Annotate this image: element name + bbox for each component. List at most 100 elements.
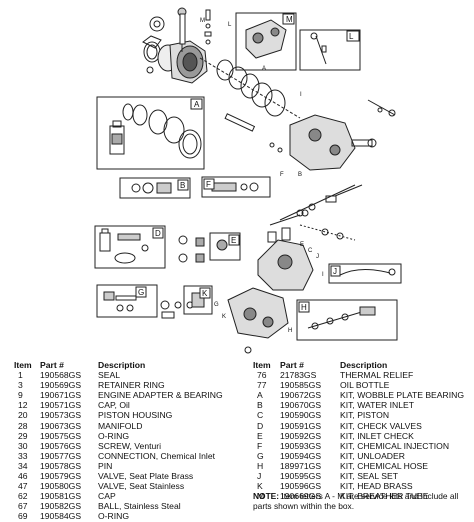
- part-item: M: [257, 491, 265, 502]
- header-part: Part #: [280, 360, 304, 370]
- part-number: 190581GS: [40, 491, 82, 502]
- part-number: 190594GS: [280, 450, 322, 461]
- kit-label-d: D: [152, 227, 164, 239]
- header-item: Item: [14, 360, 32, 370]
- chemical-inlet-line: [279, 184, 363, 241]
- svg-text:D: D: [155, 229, 161, 238]
- parts-row: C 190590GS KIT, PISTON: [253, 410, 474, 420]
- kit-b-box: [119, 177, 191, 199]
- part-item: 1: [18, 370, 23, 381]
- callout-m: M: [200, 18, 205, 24]
- piston-seal-stack: [199, 57, 301, 119]
- part-number: 190580GS: [40, 481, 82, 492]
- part-description: CAP: [98, 491, 116, 502]
- part-number: 190671GS: [40, 390, 82, 401]
- part-description: KIT, WOBBLE PLATE BEARING: [340, 390, 465, 401]
- kit-a-box: [96, 96, 205, 170]
- kit-g-box: [96, 284, 158, 318]
- part-number: 190595GS: [280, 471, 322, 482]
- part-number: 190585GS: [280, 380, 322, 391]
- kit-l-box: [235, 12, 297, 71]
- kit-label-b: B: [177, 179, 189, 191]
- part-number: 190573GS: [40, 410, 82, 421]
- part-description: O-RING: [98, 430, 130, 441]
- kit-label-j: J: [330, 265, 341, 277]
- piston-rod: [224, 113, 283, 153]
- part-description: KIT, CHECK VALVES: [340, 420, 422, 431]
- part-item: 28: [18, 420, 28, 431]
- part-number: 190590GS: [280, 410, 322, 421]
- part-description: THERMAL RELIEF: [340, 370, 414, 381]
- part-number: 190673GS: [40, 420, 82, 431]
- part-number: 190571GS: [40, 400, 82, 411]
- note-text: Item letters A - M are service kits and …: [253, 491, 459, 511]
- kit-label-e: E: [228, 234, 240, 246]
- breather-parts: [204, 9, 212, 45]
- callout-i: I: [300, 92, 302, 98]
- engine-adapter-group: [142, 7, 208, 84]
- part-description: KIT, CHEMICAL INJECTION: [340, 440, 450, 451]
- part-item: D: [257, 420, 264, 431]
- note-label: NOTE:: [253, 491, 280, 501]
- svg-text:F: F: [206, 180, 211, 189]
- part-description: VALVE, Seat Plate Brass: [98, 471, 194, 482]
- svg-text:J: J: [333, 267, 337, 276]
- part-item: A: [257, 390, 263, 401]
- part-item: 69: [18, 511, 28, 522]
- kit-label-h: H: [298, 301, 310, 313]
- part-number: 189971GS: [280, 460, 322, 471]
- parts-row: 20 190573GS PISTON HOUSING: [14, 410, 250, 420]
- part-number: 190582GS: [40, 501, 82, 512]
- valve-parts: [178, 235, 205, 263]
- kit-m-box: [299, 29, 361, 71]
- svg-text:M: M: [286, 15, 293, 24]
- kit-j-box: [328, 263, 402, 284]
- header-description: Description: [98, 360, 146, 370]
- parts-row: 28 190673GS MANIFOLD: [14, 421, 250, 431]
- part-description: KIT, BREATHER TUBE: [340, 491, 429, 502]
- exploded-parts-diagram: M L A B F D E J: [94, 7, 402, 354]
- part-description: PISTON HOUSING: [98, 410, 173, 421]
- callout-b: B: [298, 172, 302, 178]
- callout-g: G: [214, 302, 219, 308]
- part-number: 190584GS: [40, 511, 82, 522]
- part-number: 190569GS: [40, 380, 82, 391]
- svg-text:L: L: [349, 32, 354, 41]
- part-item: 12: [18, 400, 28, 411]
- kit-e-box: [209, 232, 241, 261]
- part-description: ENGINE ADAPTER & BEARING: [98, 390, 223, 401]
- part-number: 190670GS: [280, 400, 322, 411]
- part-description: KIT, PISTON: [340, 410, 390, 421]
- part-item: F: [257, 440, 263, 451]
- part-number: 190669GS: [280, 491, 322, 502]
- part-description: OIL BOTTLE: [340, 380, 390, 391]
- part-item: C: [257, 410, 264, 421]
- part-number: 190568GS: [40, 370, 82, 381]
- part-item: 3: [18, 380, 23, 391]
- part-description: KIT, SEAL SET: [340, 471, 398, 482]
- callout-c: C: [308, 248, 313, 254]
- part-item: 77: [257, 380, 267, 391]
- header-item: Item: [253, 360, 271, 370]
- part-number: 190596GS: [280, 481, 322, 492]
- svg-text:G: G: [138, 288, 144, 297]
- part-description: MANIFOLD: [98, 420, 143, 431]
- part-description: SEAL: [98, 370, 120, 381]
- part-description: SCREW, Venturi: [98, 440, 162, 451]
- callout-f: F: [280, 172, 284, 178]
- part-item: 67: [18, 501, 28, 512]
- part-description: KIT, UNLOADER: [340, 450, 405, 461]
- svg-text:H: H: [301, 303, 307, 312]
- part-item: 20: [18, 410, 28, 421]
- part-number: 190592GS: [280, 430, 322, 441]
